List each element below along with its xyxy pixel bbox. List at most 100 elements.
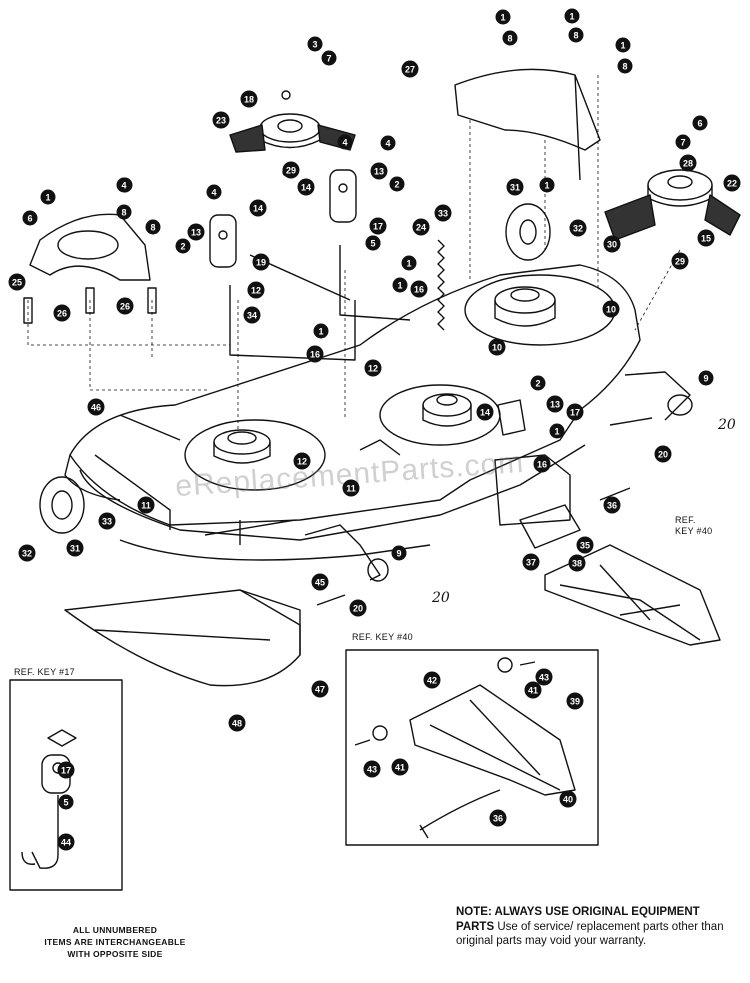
callout-marker: [342, 479, 360, 497]
callout-marker: [307, 36, 323, 52]
callout-number: 8: [622, 62, 627, 72]
callout-number: 41: [395, 763, 405, 773]
callout-marker: [282, 161, 300, 179]
callout-8: 8: [116, 204, 132, 220]
callout-number: 2: [535, 379, 540, 389]
note-bold: NOTE: ALWAYS USE ORIGINAL EQUIPMENT PART…: [456, 906, 700, 933]
callout-marker: [98, 512, 116, 530]
callout-19: 19: [252, 253, 270, 271]
callout-17: 17: [369, 217, 387, 235]
callout-marker: [297, 178, 315, 196]
callout-marker: [697, 229, 715, 247]
callout-13: 13: [370, 162, 388, 180]
callout-number: 6: [697, 119, 702, 129]
callout-number: 35: [580, 541, 590, 551]
callout-number: 42: [427, 676, 437, 686]
callout-marker: [293, 452, 311, 470]
callout-number: 20: [658, 450, 668, 460]
callout-number: 14: [301, 183, 311, 193]
callout-25: 25: [8, 273, 26, 291]
callout-27: 27: [401, 60, 419, 78]
callout-marker: [564, 8, 580, 24]
callout-marker: [401, 60, 419, 78]
callout-number: 5: [370, 239, 375, 249]
callout-4: 4: [116, 177, 132, 193]
callout-marker: [249, 199, 267, 217]
callout-number: 1: [544, 181, 549, 191]
callout-marker: [675, 134, 691, 150]
callout-1: 1: [539, 177, 555, 193]
callout-31: 31: [66, 539, 84, 557]
callout-marker: [212, 111, 230, 129]
callout-14: 14: [476, 403, 494, 421]
callout-number: 14: [253, 204, 263, 214]
callout-9: 9: [698, 370, 714, 386]
callout-number: 40: [563, 795, 573, 805]
rear-wheel: [505, 203, 551, 261]
original-parts-note: NOTE: ALWAYS USE ORIGINAL EQUIPMENT PART…: [456, 905, 726, 949]
callout-marker: [313, 323, 329, 339]
callout-marker: [252, 253, 270, 271]
callout-marker: [401, 255, 417, 271]
callout-marker: [87, 398, 105, 416]
callout-marker: [364, 359, 382, 377]
callout-marker: [671, 252, 689, 270]
callout-number: 1: [620, 41, 625, 51]
callout-43: 43: [535, 668, 553, 686]
callout-marker: [476, 403, 494, 421]
reference-lines: [27, 75, 681, 430]
callout-2: 2: [175, 238, 191, 254]
callout-marker: [692, 115, 708, 131]
callout-number: 32: [573, 224, 583, 234]
callout-16: 16: [533, 455, 551, 473]
callout-number: 25: [12, 278, 22, 288]
callout-12: 12: [364, 359, 382, 377]
callout-number: 16: [310, 350, 320, 360]
callout-number: 17: [61, 766, 71, 776]
callout-31: 31: [506, 178, 524, 196]
callout-marker: [566, 403, 584, 421]
note-body: Use of service/ replacement parts other …: [456, 920, 724, 948]
callout-marker: [392, 277, 408, 293]
callout-number: 13: [191, 228, 201, 238]
callout-number: 28: [683, 159, 693, 169]
callout-2: 2: [530, 375, 546, 391]
callout-number: 17: [373, 222, 383, 232]
callout-9: 9: [391, 545, 407, 561]
callout-marker: [568, 27, 584, 43]
callout-6: 6: [692, 115, 708, 131]
callout-number: 38: [572, 559, 582, 569]
callout-number: 12: [297, 457, 307, 467]
callout-marker: [549, 423, 565, 439]
callout-number: 27: [405, 65, 415, 75]
callout-marker: [187, 223, 205, 241]
inset-box-ref-40: [345, 649, 599, 846]
callout-number: 3: [312, 40, 317, 50]
ref-key-40-box-label: REF. KEY #40: [352, 632, 413, 642]
callout-5: 5: [58, 794, 74, 810]
lift-arms: [64, 245, 581, 561]
callout-8: 8: [617, 58, 633, 74]
callout-marker: [495, 9, 511, 25]
callout-41: 41: [524, 681, 542, 699]
callout-marker: [116, 204, 132, 220]
callout-number: 5: [63, 798, 68, 808]
callout-number: 41: [528, 686, 538, 696]
callout-3: 3: [307, 36, 323, 52]
callout-marker: [698, 370, 714, 386]
callout-45: 45: [311, 573, 329, 591]
callout-marker: [58, 794, 74, 810]
callout-marker: [116, 297, 134, 315]
callout-marker: [57, 761, 75, 779]
callout-39: 39: [566, 692, 584, 710]
callout-marker: [8, 273, 26, 291]
callout-marker: [380, 135, 396, 151]
callout-marker: [654, 445, 672, 463]
rear-belt-guard: [454, 68, 601, 181]
callout-8: 8: [145, 219, 161, 235]
callout-20: 20: [349, 599, 367, 617]
callout-number: 9: [396, 549, 401, 559]
idler-pulley-right: [604, 169, 741, 241]
callout-5: 5: [365, 235, 381, 251]
